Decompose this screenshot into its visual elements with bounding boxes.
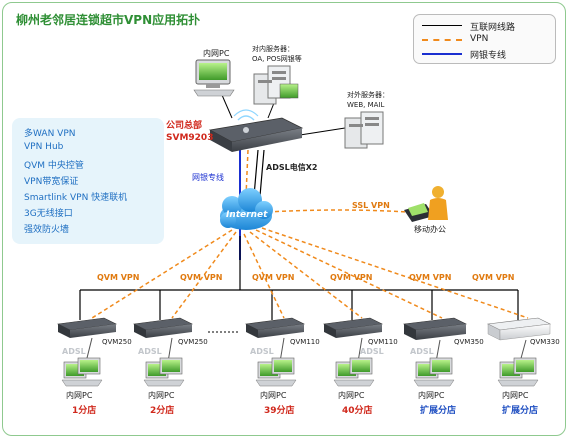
branch-name-label: 2分店 (150, 406, 175, 416)
branch-name-label: 39分店 (264, 406, 295, 416)
branch-vpn-label: QVM VPN (97, 273, 140, 282)
branch-drop-lines (79, 290, 519, 320)
branch-pc-icon (413, 357, 455, 387)
branch-device-icon (402, 317, 468, 340)
branch-name-label: 扩展分店 (420, 406, 457, 416)
legend-vpn-label: VPN (470, 34, 489, 44)
internal-servers-sublabel: OA, POS网银等 (252, 55, 302, 63)
branch-name-label: 1分店 (72, 406, 97, 416)
feature-item: 强效防火墙 (24, 225, 70, 235)
branch-model-label: QVM350 (454, 338, 484, 346)
branch-adsl-label: ADSL (62, 347, 86, 356)
external-servers-sublabel: WEB, MAIL (347, 101, 385, 109)
internal-servers-label: 对内服务器： (252, 45, 294, 53)
branch-device-icon (244, 317, 306, 338)
external-server-icon (344, 111, 384, 149)
hq-vpn-line (245, 149, 249, 197)
branch-adsl-label: ADSL (250, 347, 274, 356)
branch-pc-icon (497, 357, 539, 387)
branch-model-label: QVM250 (102, 338, 132, 346)
ssl-vpn-line (267, 209, 409, 213)
legend-item-internet: 互联网线路 (422, 19, 552, 33)
legend-internet-line-swatch (422, 25, 462, 26)
branch-vpn-label: QVM VPN (472, 273, 515, 282)
branch-vpn-label: QVM VPN (330, 273, 373, 282)
branch-adsl-label: ADSL (410, 347, 434, 356)
hq-router-icon (208, 109, 304, 152)
branch-pc-label: 内网PC (418, 391, 445, 400)
branch-device-icon (486, 317, 552, 341)
bank-line-label: 网银专线 (192, 173, 224, 182)
branch-vpn-lines (91, 227, 529, 319)
legend-item-bank: 网银专线 (422, 47, 552, 61)
branch-device-icon (132, 317, 194, 338)
feature-item: 3G无线接口 (24, 209, 73, 219)
internet-cloud-icon (220, 188, 273, 230)
diagram-frame (2, 2, 566, 436)
internet-label: Internet (226, 210, 268, 220)
branch-model-label: QVM250 (178, 338, 208, 346)
feature-item: QVM 中央控管 (24, 161, 84, 171)
branch-device-icon (56, 317, 118, 338)
legend-vpn-line-swatch (422, 39, 462, 41)
feature-item: VPN Hub (24, 142, 64, 152)
branch-adsl-label: ADSL (360, 347, 384, 356)
branch-name-label: 40分店 (342, 406, 373, 416)
branch-pc-label: 内网PC (338, 391, 365, 400)
branch-vpn-label: QVM VPN (252, 273, 295, 282)
hq-pc-icon (193, 59, 235, 97)
legend-internet-label: 互联网线路 (470, 23, 516, 33)
branch-model-label: QVM110 (368, 338, 398, 346)
branch-pc-icon (333, 357, 375, 387)
hq-pc-label: 内网PC (203, 49, 230, 58)
internal-server-icon (253, 65, 299, 105)
hq-label: 公司总部 (166, 121, 203, 131)
branch-name-label: 扩展分店 (502, 406, 539, 416)
branch-pc-label: 内网PC (502, 391, 529, 400)
diagram-title: 柳州老邻居连锁超市VPN应用拓扑 (16, 13, 201, 27)
adsl-line (253, 149, 259, 197)
branch-pc-icon (255, 357, 297, 387)
branch-vpn-label: QVM VPN (409, 273, 452, 282)
legend-item-vpn: VPN (422, 33, 552, 47)
branch-device-icon (322, 317, 384, 338)
branch-adsl-label: ADSL (138, 347, 162, 356)
feature-list: 多WAN VPN VPN Hub QVM 中央控管 VPN带宽保证 Smartl… (12, 118, 164, 244)
branch-pc-label: 内网PC (66, 391, 93, 400)
branch-vpn-label: QVM VPN (180, 273, 223, 282)
adsl-label: ADSL电信X2 (266, 163, 318, 172)
branch-pc-icon (61, 357, 103, 387)
mobile-label: 移动办公 (414, 225, 446, 234)
branch-model-label: QVM330 (530, 338, 560, 346)
feature-item: Smartlink VPN 快速联机 (24, 193, 128, 203)
branch-pc-label: 内网PC (148, 391, 175, 400)
branch-model-label: QVM110 (290, 338, 320, 346)
ssl-vpn-label: SSL VPN (352, 201, 390, 210)
mobile-user-icon (404, 186, 448, 222)
legend-bank-label: 网银专线 (470, 51, 507, 61)
branch-pc-icon (143, 357, 185, 387)
feature-item: 多WAN VPN (24, 129, 76, 139)
feature-item: VPN带宽保证 (24, 177, 79, 187)
legend-bank-line-swatch (422, 53, 462, 55)
external-servers-label: 对外服务器： (347, 91, 389, 99)
adsl-line (259, 149, 265, 197)
hq-model-label: SVM9203 (166, 133, 214, 143)
branch-pc-label: 内网PC (260, 391, 287, 400)
legend: 互联网线路 VPN 网银专线 (413, 14, 556, 64)
